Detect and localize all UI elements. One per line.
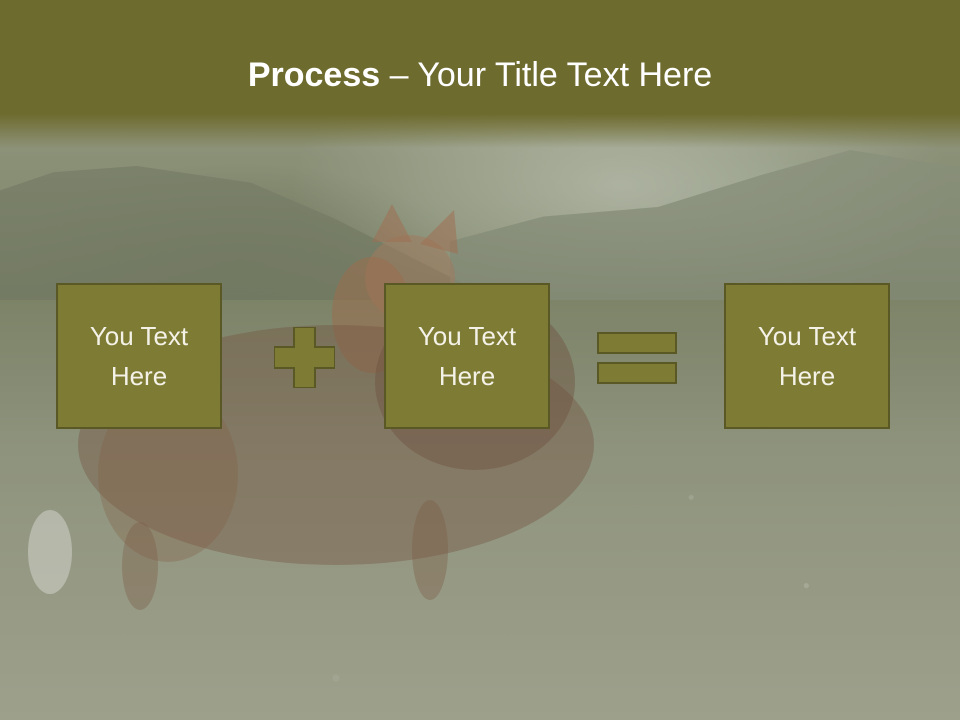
process-box-3: You Text Here (724, 283, 890, 429)
process-box-2-line-1: You Text (417, 321, 517, 351)
page-title: Process – Your Title Text Here (0, 55, 960, 95)
process-box-1-line-2: Here (110, 361, 168, 391)
process-box-2-text: You Text Here (407, 316, 527, 396)
title-bold-text: Process (247, 56, 381, 94)
process-box-1: You Text Here (56, 283, 222, 429)
process-box-2-line-2: Here (438, 361, 496, 391)
equals-icon (597, 332, 677, 384)
plus-icon (274, 327, 335, 388)
process-box-3-line-2: Here (778, 361, 836, 391)
title-bar: Process – Your Title Text Here (0, 0, 960, 148)
process-box-1-text: You Text Here (79, 316, 199, 396)
process-box-2: You Text Here (384, 283, 550, 429)
process-box-3-line-1: You Text (757, 321, 857, 351)
process-box-3-text: You Text Here (747, 316, 867, 396)
process-box-1-line-1: You Text (89, 321, 189, 351)
title-rest-text: – Your Title Text Here (380, 56, 713, 94)
